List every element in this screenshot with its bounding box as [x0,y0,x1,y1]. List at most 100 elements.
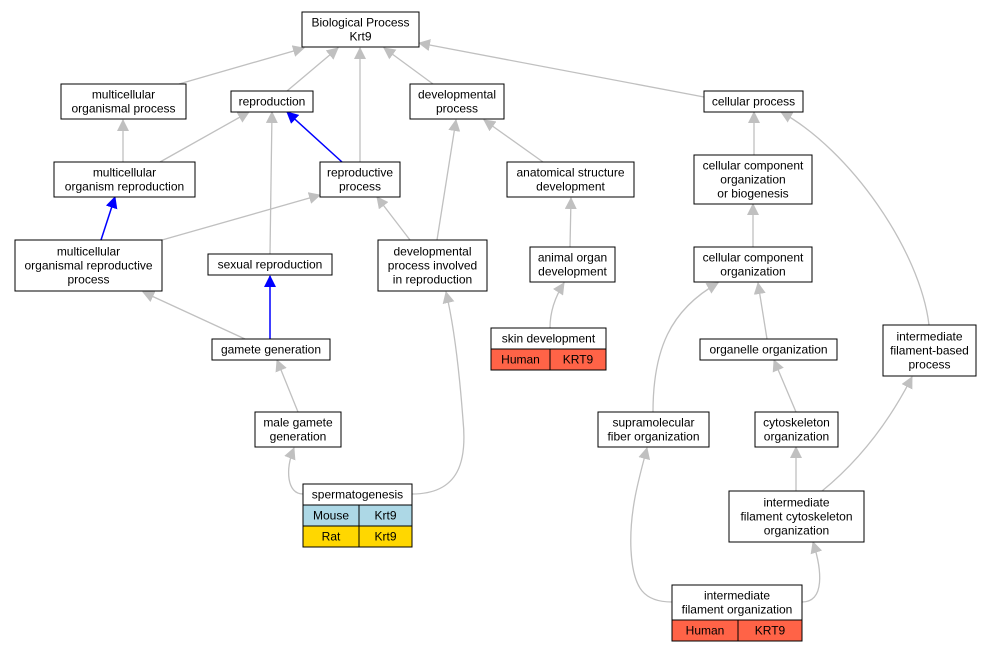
edge-spermato-to-dpir [411,291,465,495]
edge-ifbp-to-cellp [780,111,930,326]
node-label-line: fiber organization [607,430,699,444]
edge-ifo-to-ifco [801,541,823,603]
edge-skin-to-aod [549,282,565,329]
node-label-line: process [908,358,950,372]
node-label-line: filament organization [682,603,793,617]
node-orgo[interactable]: organelle organization [699,338,838,361]
node-box [14,239,163,292]
node-label-line: development [538,265,607,279]
node-label-line: cytoskeleton [763,416,830,430]
node-box [597,411,710,448]
node-sexrep[interactable]: sexual reproduction [207,253,333,276]
node-box [207,253,333,276]
edge-asd-to-devp [483,119,544,163]
gene-cell: Krt9 [374,530,396,544]
edge-devp-to-bp [383,47,434,85]
edge-gamete-to-morp [142,291,246,340]
edge-sexrep-to-repro [265,111,278,255]
edge-ifco-to-ifbp [821,376,913,492]
node-label-line: organization [720,265,785,279]
edge-layer [100,39,930,603]
node-label-line: organelle organization [709,343,827,357]
node-label-line: organization [720,173,785,187]
node-label-line: reproductive [327,166,393,180]
species-cell: Human [501,353,540,367]
node-label-line: in reproduction [393,273,472,287]
node-label-line: cellular process [712,95,795,109]
node-label-line: sexual reproduction [218,258,323,272]
node-box [301,11,420,48]
node-label-line: intermediate [704,589,770,603]
node-label-line: organization [764,430,829,444]
node-label-line: organismal process [71,102,175,116]
gene-cell-background [737,619,803,642]
node-box [319,161,401,198]
node-box [529,246,616,283]
edge-mor-to-repro [159,111,250,163]
node-spermato[interactable]: spermatogenesis [302,483,413,506]
node-gamete[interactable]: gamete generation [211,338,331,361]
node-box [693,154,813,205]
edge-cellp-to-bp [418,39,705,98]
edge-sfo-to-cco [652,282,719,413]
node-label-line: filament-based [890,344,969,358]
node-label-line: or biogenesis [717,187,788,201]
node-skin[interactable]: skin development [490,327,607,350]
node-box [409,83,505,120]
node-box [671,584,803,621]
node-label-line: developmental [393,245,471,259]
node-label-line: process [436,102,478,116]
node-box [53,161,196,198]
node-label-line: multicellular [57,245,120,259]
node-label-line: cellular component [703,159,804,173]
node-label-line: organization [764,524,829,538]
gene-cell-background [549,348,607,371]
node-label-line: organism reproduction [65,180,184,194]
species-cell: Human [686,624,725,638]
node-label-line: process [67,273,109,287]
edge-reproproc-to-repro [286,111,343,163]
node-box [703,90,804,113]
node-cellp[interactable]: cellular process [703,90,804,113]
node-label-line: filament cytoskeleton [740,510,852,524]
node-label-line: male gamete [263,416,333,430]
gene-cell: Krt9 [374,509,396,523]
gene-cell: KRT9 [563,353,594,367]
node-label-line: skin development [502,332,596,346]
node-repro[interactable]: reproduction [230,90,314,113]
edge-repro-to-bp [286,47,339,92]
node-label-line: animal organ [538,251,607,265]
edge-ifo-to-sfo [630,447,673,603]
edge-morp-to-reproproc [161,192,321,241]
node-label-line: development [536,180,605,194]
node-label-line: organismal reproductive [24,259,152,273]
edge-dpir-to-devp [436,119,461,241]
node-label-line: anatomical structure [516,166,624,180]
node-box [728,490,865,543]
node-box [377,239,488,292]
node-label-line: spermatogenesis [312,488,403,502]
species-cell: Rat [322,530,341,544]
gene-cell-background [358,525,413,548]
node-box [230,90,314,113]
node-label-line: intermediate [763,496,829,510]
